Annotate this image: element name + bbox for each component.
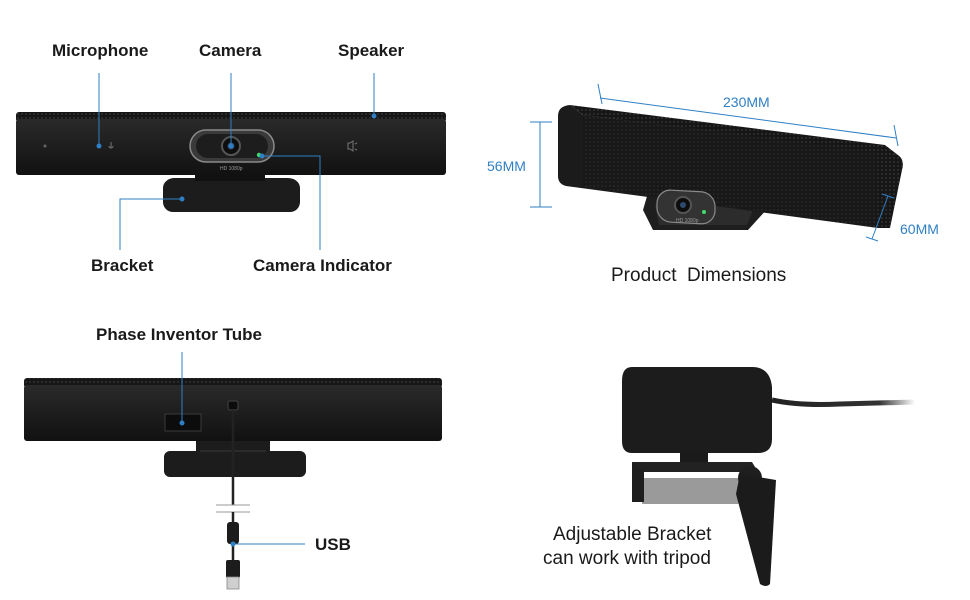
usb-plug-body	[226, 560, 240, 578]
side-body	[622, 367, 772, 453]
bracket-arm	[736, 474, 776, 586]
camera-indicator-label: Camera Indicator	[253, 256, 392, 275]
back-leader-lines	[179, 352, 305, 547]
depth-dimension-label: 60MM	[900, 221, 939, 237]
front-leader-lines	[96, 73, 377, 250]
speaker-icon	[347, 140, 358, 152]
phase-inventor-tube-label: Phase Inventor Tube	[96, 325, 262, 344]
left-dot	[43, 144, 47, 148]
perspective-top	[570, 105, 898, 155]
perspective-view-device: HD 1080p	[558, 105, 903, 230]
microphone-icon	[108, 142, 114, 149]
front-bracket	[162, 178, 300, 212]
perspective-side	[878, 152, 903, 228]
hd-label-perspective: HD 1080p	[676, 218, 699, 224]
hd-label-front: HD 1080p	[220, 166, 243, 172]
speaker-label: Speaker	[338, 41, 405, 60]
usb-label: USB	[315, 535, 351, 554]
height-dimension-label: 56MM	[487, 158, 526, 174]
usb-plug-metal	[226, 576, 240, 590]
dimension-lines	[530, 83, 899, 242]
adjustable-caption-line2: can work with tripod	[543, 548, 711, 569]
side-view-device	[622, 367, 916, 586]
cable-port	[227, 400, 239, 411]
side-cable	[771, 397, 916, 407]
adjustable-caption-line1: Adjustable Bracket	[553, 524, 712, 545]
camera-label: Camera	[199, 41, 262, 60]
bracket-label: Bracket	[91, 256, 154, 275]
microphone-label: Microphone	[52, 41, 149, 60]
bracket-foot	[642, 478, 748, 504]
ferrite-core	[227, 522, 239, 544]
back-view-device	[24, 378, 442, 590]
perspective-indicator-led	[702, 210, 706, 214]
width-dimension-label: 230MM	[723, 94, 770, 110]
back-bracket	[164, 441, 306, 477]
product-dimensions-caption: Product Dimensions	[611, 265, 787, 286]
bracket-top-plate	[632, 462, 758, 472]
